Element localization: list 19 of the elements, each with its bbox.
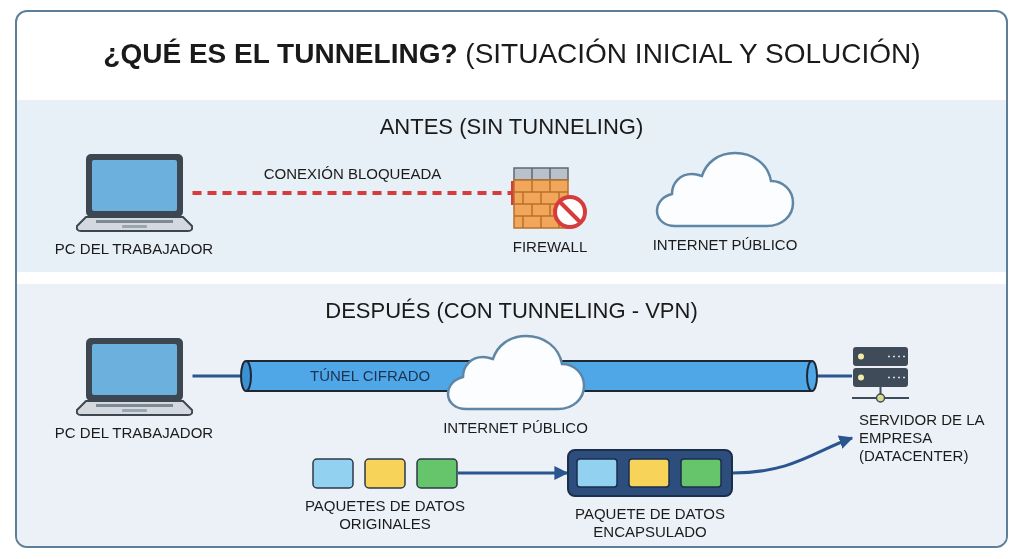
node-label: SERVIDOR DE LA EMPRESA (DATACENTER)	[859, 411, 986, 465]
node-label: INTERNET PÚBLICO	[651, 236, 799, 254]
node-label: PC DEL TRABAJADOR	[53, 240, 215, 258]
line	[192, 374, 240, 378]
section-panel	[17, 284, 1006, 546]
arrow	[458, 466, 569, 480]
line	[818, 374, 852, 378]
diagram-title: ¿QUÉ ES EL TUNNELING? (SITUACIÓN INICIAL Y SOLUCIÓN)	[103, 37, 921, 71]
section-heading: ANTES (SIN TUNNELING)	[379, 114, 644, 140]
node-label: PAQUETE DE DATOS ENCAPSULADO	[574, 505, 726, 541]
section-heading: DESPUÉS (CON TUNNELING - VPN)	[325, 298, 698, 324]
dashed-line	[192, 181, 515, 205]
tunnel-label: TÚNEL CIFRADO	[310, 367, 431, 385]
node-label: PAQUETES DE DATOS ORIGINALES	[303, 497, 466, 533]
arrow	[732, 435, 854, 475]
node-label: INTERNET PÚBLICO	[443, 419, 588, 437]
node-label: FIREWALL	[511, 238, 589, 256]
node-label: PC DEL TRABAJADOR	[53, 424, 215, 442]
section-panel	[17, 100, 1006, 272]
